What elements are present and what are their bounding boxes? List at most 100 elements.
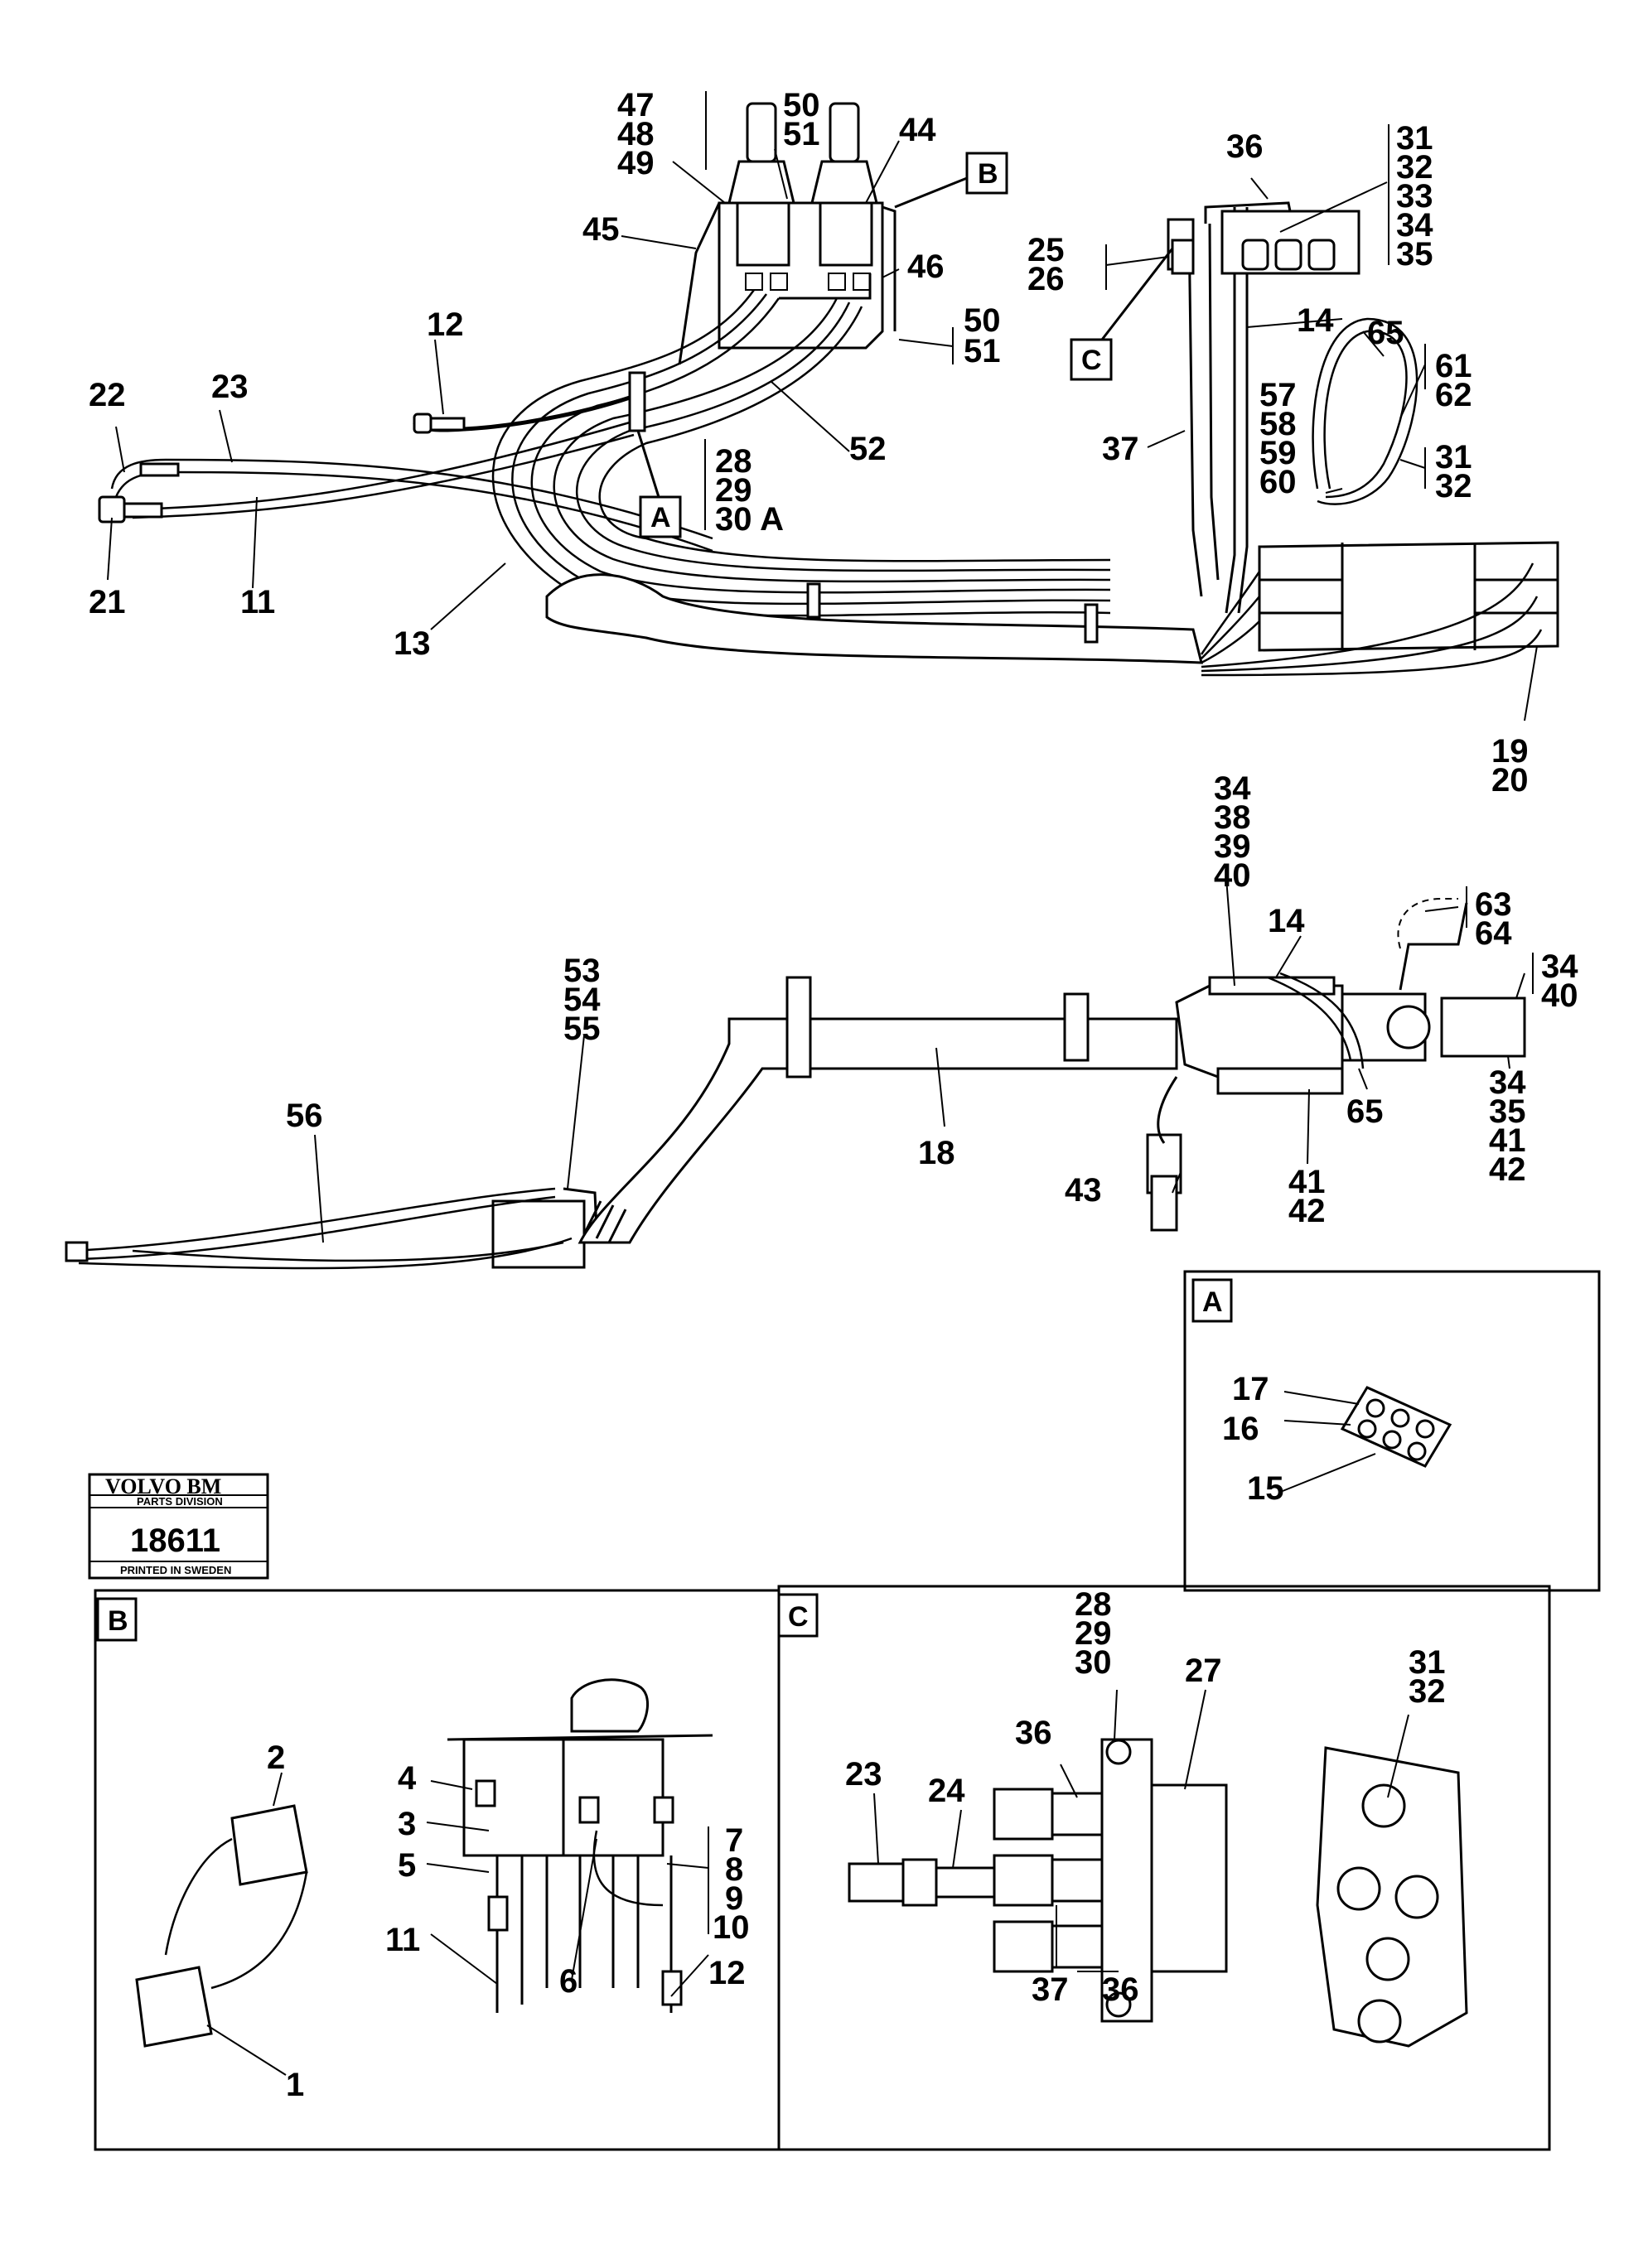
label-20: 20 bbox=[1491, 762, 1529, 799]
detail-letter-b: B bbox=[108, 1605, 128, 1637]
label-47: 47 bbox=[617, 87, 655, 123]
label-46: 46 bbox=[907, 249, 945, 285]
callout-b: B bbox=[978, 158, 998, 190]
label-41-low: 41 bbox=[1489, 1122, 1526, 1159]
label-65-top: 65 bbox=[1367, 315, 1404, 351]
label-44: 44 bbox=[899, 112, 936, 148]
label-54: 54 bbox=[563, 982, 601, 1018]
label-55: 55 bbox=[563, 1011, 601, 1047]
label-61: 61 bbox=[1435, 348, 1472, 384]
label-36-top: 36 bbox=[1226, 128, 1264, 165]
label-51: 51 bbox=[783, 116, 820, 152]
label-7: 7 bbox=[725, 1822, 743, 1859]
label-34-top: 34 bbox=[1396, 207, 1433, 244]
label-57: 57 bbox=[1259, 377, 1297, 413]
label-26: 26 bbox=[1027, 261, 1065, 297]
label-51b: 51 bbox=[964, 333, 1001, 369]
label-22: 22 bbox=[89, 377, 126, 413]
label-38: 38 bbox=[1214, 799, 1251, 836]
callout-c: C bbox=[1081, 345, 1102, 376]
label-24-c: 24 bbox=[928, 1773, 965, 1809]
label-63: 63 bbox=[1475, 886, 1512, 923]
label-36-c-top: 36 bbox=[1015, 1715, 1052, 1751]
label-1: 1 bbox=[286, 2067, 304, 2103]
stamp-number: 18611 bbox=[130, 1522, 220, 1559]
label-60: 60 bbox=[1259, 464, 1297, 500]
label-16: 16 bbox=[1222, 1411, 1259, 1447]
label-49: 49 bbox=[617, 145, 655, 181]
label-13: 13 bbox=[394, 625, 431, 662]
volvo-bm-stamp: VOLVO BM PARTS DIVISION 18611 PRINTED IN… bbox=[88, 1473, 269, 1580]
label-9: 9 bbox=[725, 1880, 743, 1917]
middle-harness-assembly bbox=[65, 898, 1526, 1270]
label-31-top: 31 bbox=[1396, 120, 1433, 157]
stamp-division: PARTS DIVISION bbox=[137, 1495, 223, 1508]
label-33: 33 bbox=[1396, 178, 1433, 215]
label-32-top: 32 bbox=[1396, 149, 1433, 186]
left-hoses bbox=[98, 395, 713, 553]
label-23: 23 bbox=[211, 369, 249, 405]
label-30-c: 30 bbox=[1075, 1644, 1112, 1681]
label-37-c: 37 bbox=[1032, 1971, 1069, 2008]
label-34-low: 34 bbox=[1489, 1064, 1526, 1101]
label-5: 5 bbox=[398, 1847, 416, 1884]
label-62: 62 bbox=[1435, 377, 1472, 413]
label-35-low: 35 bbox=[1489, 1093, 1526, 1130]
callout-letter-boxes: B C A bbox=[636, 152, 1174, 538]
label-34-right: 34 bbox=[1541, 948, 1578, 985]
detail-letter-c: C bbox=[788, 1601, 809, 1633]
label-48: 48 bbox=[617, 116, 655, 152]
label-34-mid: 34 bbox=[1214, 770, 1251, 807]
label-2: 2 bbox=[267, 1740, 285, 1776]
label-21: 21 bbox=[89, 584, 126, 620]
label-14-mid: 14 bbox=[1268, 903, 1305, 939]
label-17: 17 bbox=[1232, 1371, 1269, 1407]
label-50: 50 bbox=[783, 87, 820, 123]
label-11-top: 11 bbox=[240, 584, 275, 620]
label-41-mid: 41 bbox=[1288, 1164, 1326, 1200]
label-64: 64 bbox=[1475, 915, 1512, 952]
label-59: 59 bbox=[1259, 435, 1297, 471]
label-27: 27 bbox=[1185, 1653, 1222, 1689]
part-labels: 47 48 49 50 51 44 45 46 50 51 12 22 23 2… bbox=[89, 87, 1578, 2103]
label-65-mid: 65 bbox=[1346, 1093, 1384, 1130]
label-52: 52 bbox=[849, 431, 887, 467]
label-29-c: 29 bbox=[1075, 1615, 1112, 1652]
label-8: 8 bbox=[725, 1851, 743, 1888]
label-14-top: 14 bbox=[1297, 302, 1334, 339]
label-10: 10 bbox=[713, 1909, 750, 1946]
label-18: 18 bbox=[918, 1135, 955, 1171]
label-40-right: 40 bbox=[1541, 977, 1578, 1014]
label-4: 4 bbox=[398, 1760, 417, 1797]
label-28-c: 28 bbox=[1075, 1586, 1112, 1623]
leader-lines bbox=[107, 140, 1538, 2076]
label-15: 15 bbox=[1247, 1470, 1284, 1507]
label-3: 3 bbox=[398, 1806, 416, 1842]
label-37-top: 37 bbox=[1102, 431, 1139, 467]
detail-box-c: C bbox=[777, 1585, 1551, 2151]
label-53: 53 bbox=[563, 953, 601, 989]
label-19: 19 bbox=[1491, 733, 1529, 770]
label-56: 56 bbox=[286, 1098, 323, 1134]
detail-box-b: B bbox=[94, 1589, 781, 2151]
label-31-c: 31 bbox=[1409, 1644, 1446, 1681]
label-11-b: 11 bbox=[385, 1922, 420, 1958]
control-lever-assembly bbox=[678, 102, 896, 365]
label-45: 45 bbox=[582, 211, 620, 248]
label-29-top: 29 bbox=[715, 472, 752, 509]
right-control-block bbox=[1167, 201, 1559, 677]
label-50b: 50 bbox=[964, 302, 1001, 339]
label-42-mid: 42 bbox=[1288, 1193, 1326, 1229]
callout-a: A bbox=[650, 502, 671, 533]
label-brackets bbox=[704, 91, 1534, 1934]
stamp-brand: VOLVO BM bbox=[105, 1474, 221, 1498]
label-32-c: 32 bbox=[1409, 1673, 1446, 1710]
label-40-mid: 40 bbox=[1214, 857, 1251, 894]
label-39: 39 bbox=[1214, 828, 1251, 865]
label-32-mid: 32 bbox=[1435, 468, 1472, 504]
detail-letter-a: A bbox=[1202, 1286, 1223, 1318]
label-6: 6 bbox=[559, 1963, 578, 2000]
label-58: 58 bbox=[1259, 406, 1297, 442]
detail-box-a: A bbox=[1183, 1270, 1601, 1592]
